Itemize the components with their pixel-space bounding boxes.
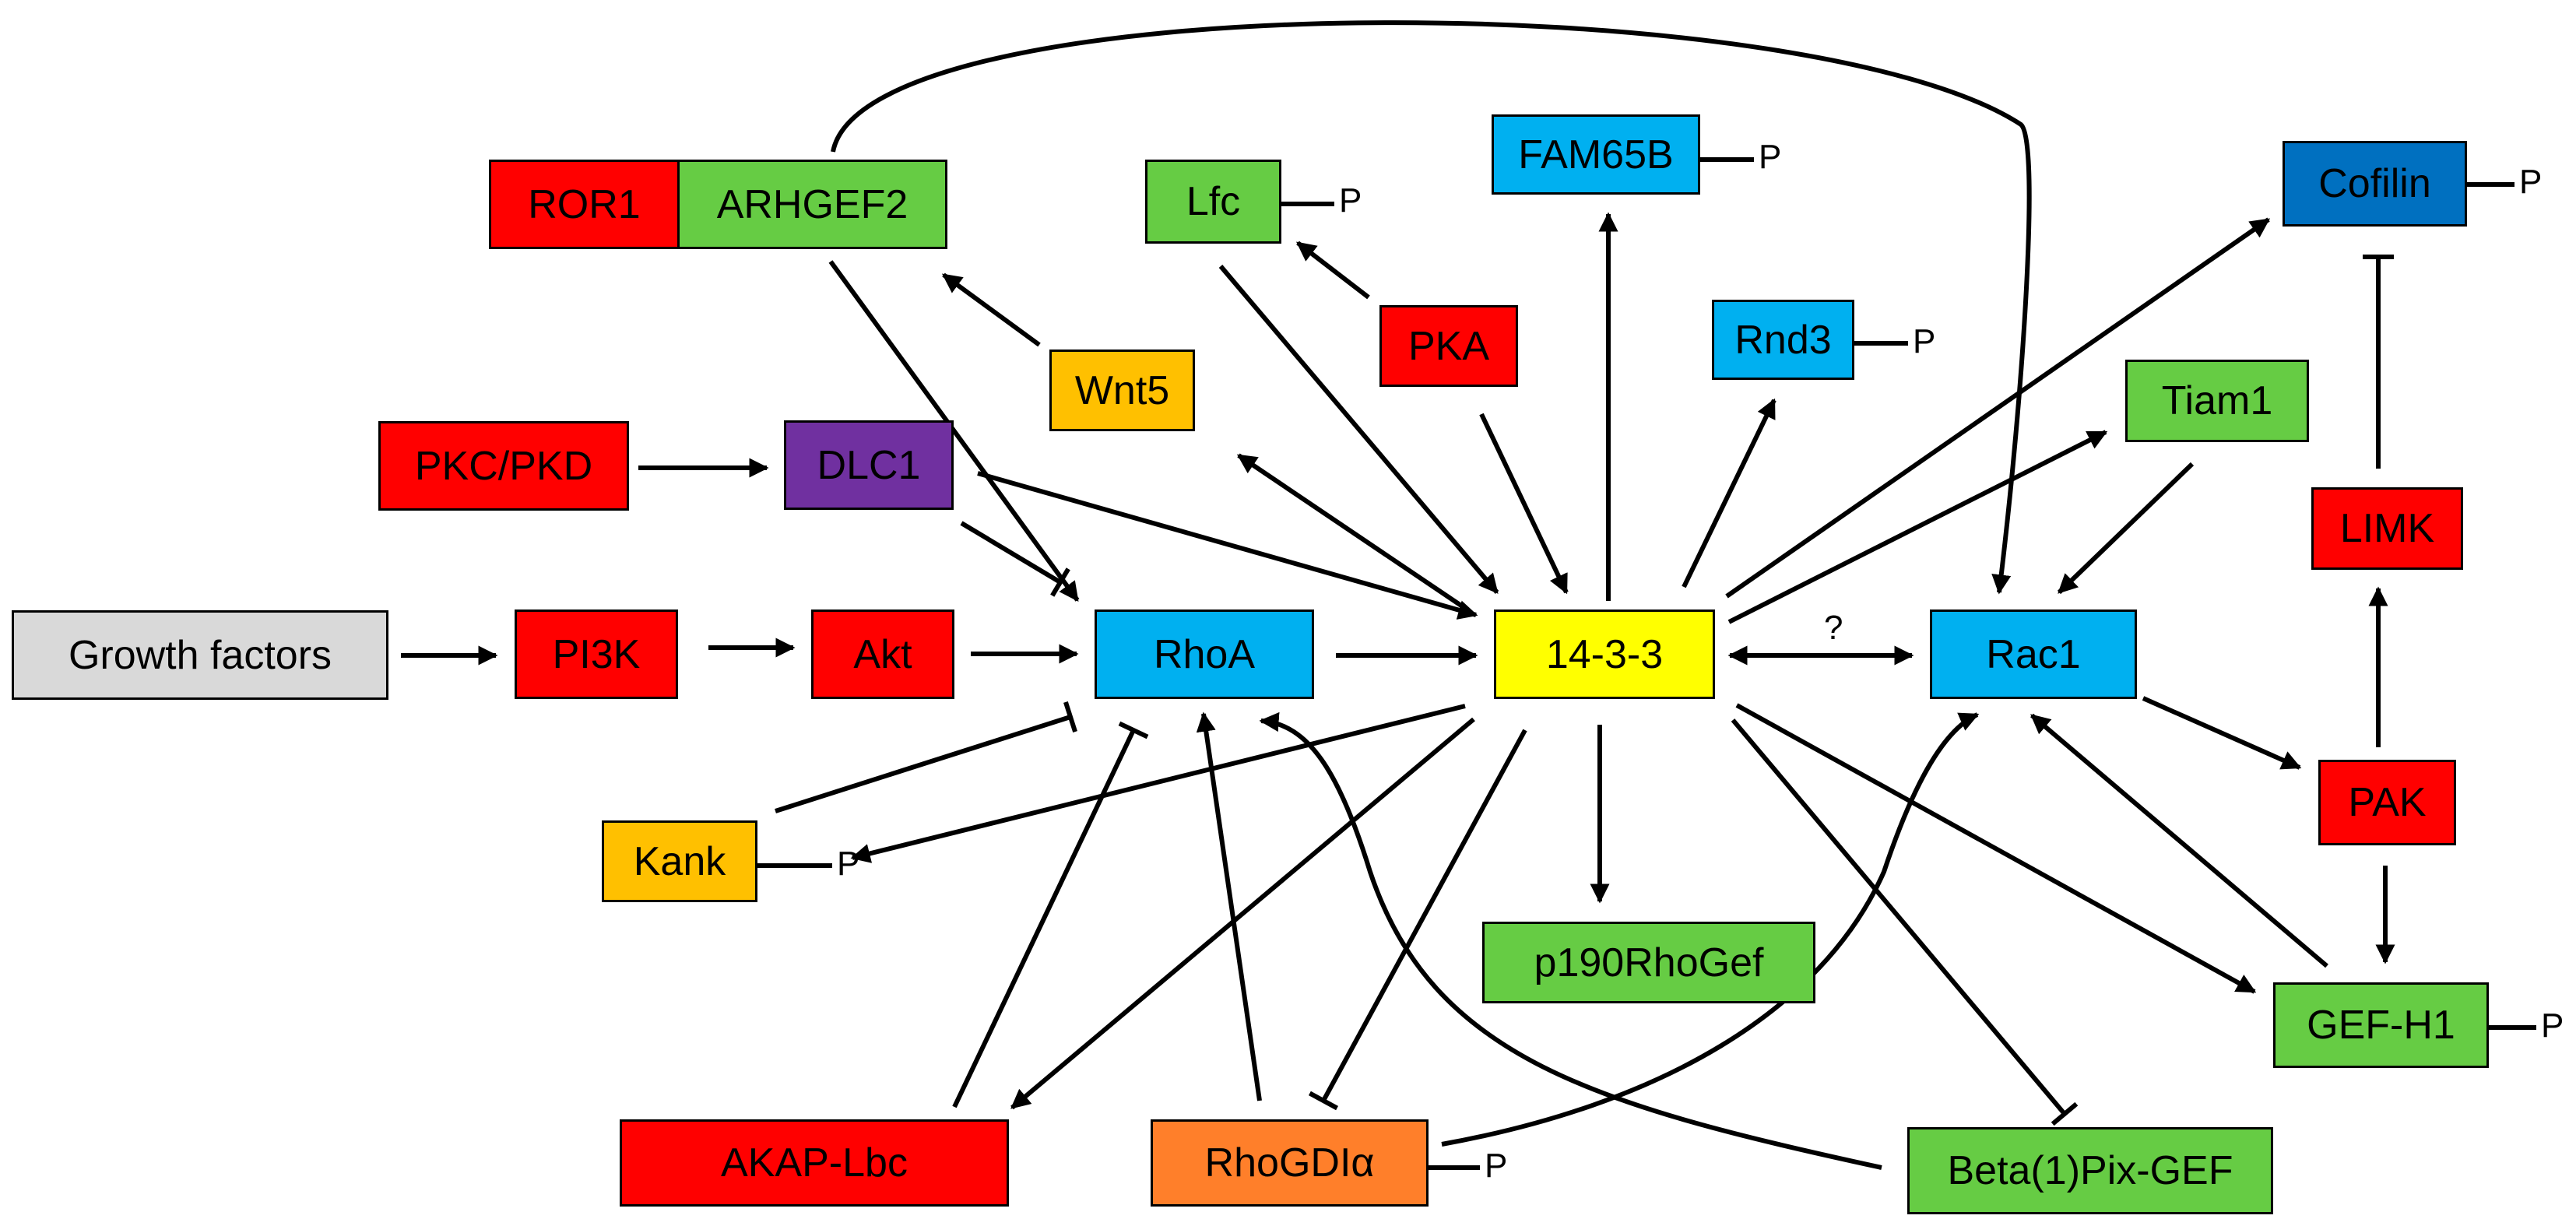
node-p1433: 14-3-3 <box>1494 610 1715 699</box>
node-pkc_pkd: PKC/PKD <box>378 421 629 511</box>
edge-p1433-tiam1 <box>1727 430 2108 624</box>
edge-p1433-cofilin <box>1725 217 2271 599</box>
edge-kank-rhoa-bar <box>1063 701 1077 732</box>
node-lfc: Lfc <box>1145 160 1281 244</box>
node-akt: Akt <box>811 610 954 699</box>
node-ror1: ROR1 <box>489 160 680 249</box>
node-rnd3: Rnd3 <box>1712 300 1854 380</box>
edge-beta1pix-rhoa <box>1259 711 1882 1170</box>
edge-dlc1-rhoa <box>960 521 1062 585</box>
edge-pka-lfc <box>1296 241 1370 300</box>
node-fam65b: FAM65B <box>1492 114 1700 195</box>
phospho-label-rhogdia: P <box>1485 1147 1508 1185</box>
edge-lfc-p1433 <box>1218 265 1499 594</box>
edge-akap_lbc-rhoa-bar <box>1118 721 1149 739</box>
edge-p1433-beta1pix <box>1731 718 2067 1115</box>
node-p190rhogef: p190RhoGef <box>1482 922 1815 1003</box>
edge-p1433-rnd3 <box>1682 398 1776 588</box>
edge-p1433-wnt5 <box>1236 453 1463 608</box>
edge-akap_lbc-rhoa <box>952 729 1136 1108</box>
node-wnt5: Wnt5 <box>1049 350 1195 431</box>
node-tiam1: Tiam1 <box>2125 360 2309 442</box>
phospho-label-fam65b: P <box>1759 138 1782 176</box>
node-arhgef2: ARHGEF2 <box>677 160 947 249</box>
edge-rac1-pak <box>2142 696 2302 770</box>
node-limk: LIMK <box>2311 487 2463 570</box>
edge-arhgef2-rhoa <box>828 260 1080 602</box>
node-growth_factors: Growth factors <box>12 610 388 700</box>
phospho-label-rnd3: P <box>1913 322 1936 360</box>
node-pak: PAK <box>2318 760 2456 845</box>
node-gefh1: GEF-H1 <box>2273 982 2489 1068</box>
edge-label-question: ? <box>1824 609 1843 647</box>
node-cofilin: Cofilin <box>2283 141 2467 227</box>
edge-rhogdia-rac1 <box>1441 712 1980 1147</box>
edge-wnt5-arhgef2 <box>941 272 1041 347</box>
edge-kank-rhoa <box>775 715 1071 813</box>
node-dlc1: DLC1 <box>784 420 954 510</box>
edge-rhogdia-rhoa <box>1196 711 1262 1101</box>
node-rhoa: RhoA <box>1095 610 1314 699</box>
edge-tiam1-rac1 <box>2057 462 2195 595</box>
edge-p1433-beta1pix-bar <box>2051 1101 2079 1126</box>
node-kank: Kank <box>602 820 757 902</box>
phospho-label-cofilin: P <box>2519 163 2543 201</box>
edge-p1433-akap_lbc <box>1010 717 1475 1110</box>
phospho-label-lfc: P <box>1339 181 1362 220</box>
node-akap_lbc: AKAP-Lbc <box>620 1119 1009 1207</box>
node-beta1pix: Beta(1)Pix-GEF <box>1907 1127 2273 1214</box>
node-rhogdia: RhoGDIα <box>1151 1119 1429 1207</box>
edge-dlc1-p1433 <box>977 471 1478 620</box>
phospho-label-gefh1: P <box>2541 1006 2564 1045</box>
edge-p1433-gefh1 <box>1735 703 2257 994</box>
edge-arhgef2-rac1 <box>831 20 2032 595</box>
node-pi3k: PI3K <box>515 610 678 699</box>
phospho-label-kank: P <box>837 845 860 883</box>
edge-p1433-rhogdia-bar <box>1308 1091 1339 1111</box>
node-rac1: Rac1 <box>1930 610 2137 699</box>
edge-p1433-rhogdia <box>1321 729 1527 1102</box>
edge-pka-p1433 <box>1479 413 1569 595</box>
edge-gefh1-rac1 <box>2030 713 2328 968</box>
node-pka: PKA <box>1379 305 1518 387</box>
edge-p1433-kank <box>850 704 1466 863</box>
